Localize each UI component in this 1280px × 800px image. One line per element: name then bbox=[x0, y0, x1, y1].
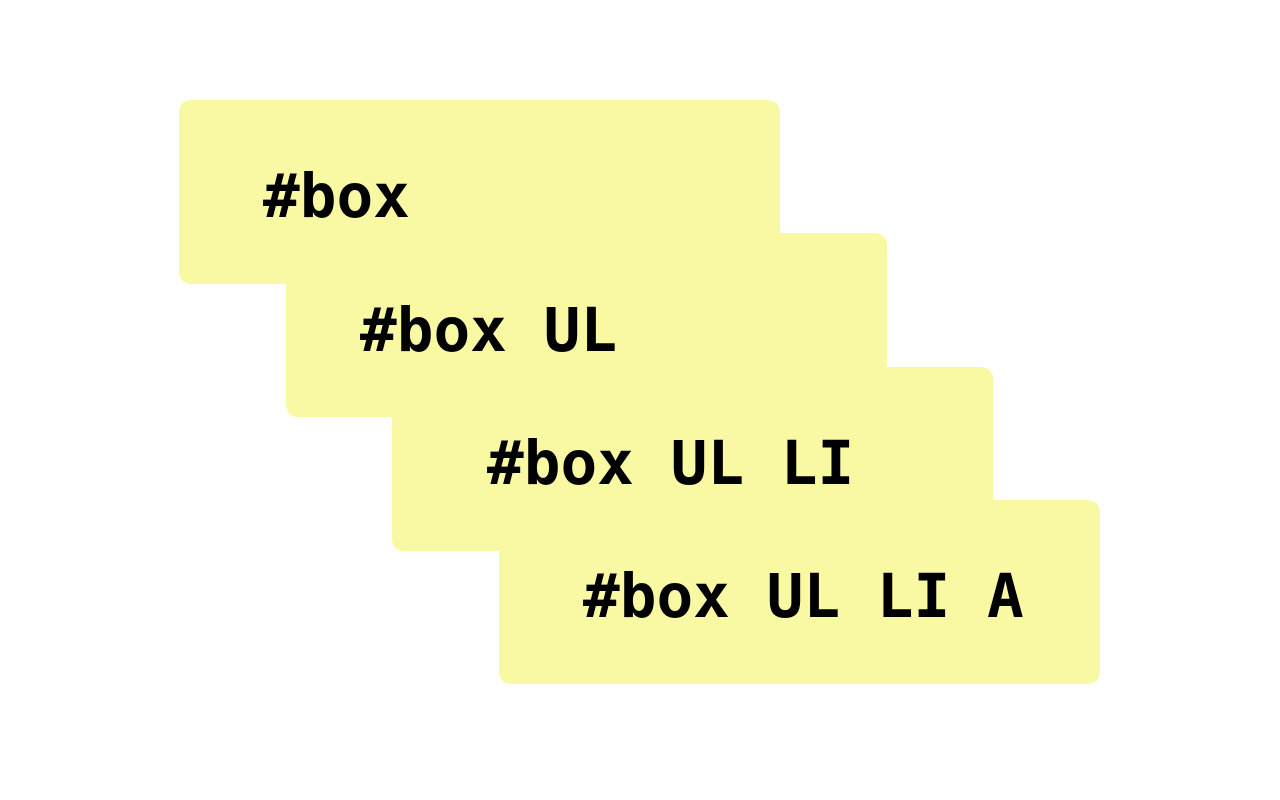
box-level-1-label: #box bbox=[263, 161, 410, 232]
box-level-4 bbox=[499, 500, 1100, 684]
box-level-2-label: #box UL bbox=[360, 295, 618, 366]
box-level-3-label: #box UL LI bbox=[487, 428, 855, 499]
box-level-4-label: #box UL LI A bbox=[583, 561, 1024, 632]
